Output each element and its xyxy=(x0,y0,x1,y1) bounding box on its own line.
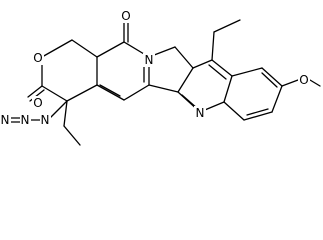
bond-lines xyxy=(9,19,321,146)
svg-text:N: N xyxy=(196,106,205,120)
atom-nitrogen-quinoline: N xyxy=(194,106,206,120)
svg-text:O: O xyxy=(121,9,130,23)
svg-text:N: N xyxy=(145,53,154,67)
atom-ring-oxygen: O xyxy=(32,51,44,65)
chemical-structure-diagram: O O O N N O N N xyxy=(0,9,321,146)
atom-azide-n3: N xyxy=(0,113,11,127)
atom-nitrogen-pyrrole: N xyxy=(143,53,155,67)
atom-methoxy-oxygen: O xyxy=(298,73,310,87)
atom-azide-n1: N xyxy=(40,113,51,127)
atom-labels: O O O N N O N N xyxy=(0,9,310,127)
svg-text:O: O xyxy=(299,73,308,87)
atom-lactone-carbonyl-oxygen: O xyxy=(32,96,44,110)
svg-text:O: O xyxy=(33,96,42,110)
svg-text:O: O xyxy=(33,51,42,65)
svg-text:N: N xyxy=(1,113,10,127)
atom-carbonyl-oxygen-top: O xyxy=(120,9,132,23)
svg-text:N: N xyxy=(21,113,30,127)
svg-text:N: N xyxy=(41,113,50,127)
atom-azide-n2: N xyxy=(20,113,31,127)
